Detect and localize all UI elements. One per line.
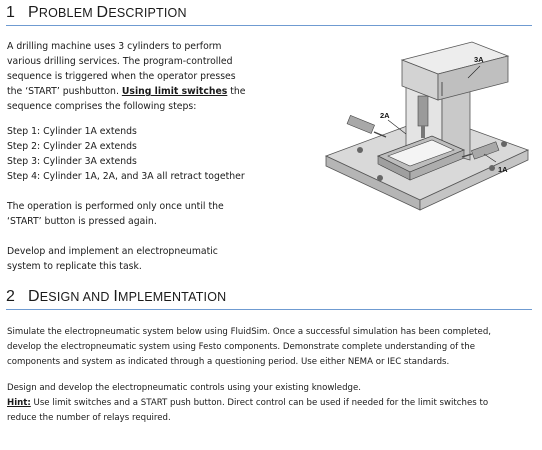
section-1-title-initial-2: D (96, 4, 109, 21)
intro-line: sequence comprises the following steps: (7, 101, 197, 112)
section-1-title-initial: P (28, 4, 39, 21)
develop-paragraph: Develop and implement an electropneumati… (7, 244, 218, 274)
cylinder-1a-label: 1A (498, 165, 508, 174)
once-paragraph: The operation is performed only once unt… (7, 199, 224, 229)
intro-line: sequence is triggered when the operator … (7, 71, 236, 82)
intro-paragraph: A drilling machine uses 3 cylinders to p… (7, 39, 246, 114)
section-2-title-part: esign and (39, 290, 114, 304)
cylinder-3a-label: 3A (474, 55, 484, 64)
section-2-rule (6, 309, 532, 310)
controls-line: Design and develop the electropneumatic … (7, 383, 362, 393)
hint-label: Hint: (7, 398, 31, 408)
section-2-heading: 2Design and Implementation (6, 288, 226, 306)
controls-paragraph: Design and develop the electropneumatic … (7, 381, 488, 426)
section-2-title-initial: D (28, 288, 40, 305)
step-item: Step 2: Cylinder 2A extends (7, 141, 137, 152)
limit-switches-emphasis: Using limit switches (121, 86, 228, 97)
intro-line-with-emphasis: the ‘START’ pushbutton. Using limit swit… (7, 84, 246, 99)
drilling-machine-illustration: 3A 2A 1A (322, 38, 532, 224)
intro-line-start: the ‘START’ pushbutton. (7, 86, 122, 97)
develop-line: Develop and implement an electropneumati… (7, 246, 218, 257)
simulate-line: develop the electropneumatic system usin… (7, 342, 476, 352)
step-item: Step 1: Cylinder 1A extends (7, 126, 137, 137)
section-1-title-part-2: escription (108, 6, 187, 20)
hint-line-2: reduce the number of relays required. (7, 413, 171, 423)
step-item: Step 4: Cylinder 1A, 2A, and 3A all retr… (7, 171, 245, 182)
step-item: Step 3: Cylinder 3A extends (7, 156, 137, 167)
section-2-title-initial-2: I (113, 288, 118, 305)
section-1-number: 1 (6, 4, 16, 21)
cylinder-2a-label: 2A (380, 111, 390, 120)
develop-line: system to replicate this task. (7, 261, 142, 272)
drilling-machine-drawing: 3A 2A 1A (324, 41, 530, 211)
section-2-title-part-2: mplementation (117, 290, 227, 304)
once-line: ‘START’ button is pressed again. (7, 216, 157, 227)
hint-line: Hint: Use limit switches and a START pus… (7, 396, 488, 411)
section-1-heading: 1Problem Description (6, 4, 187, 22)
simulate-line: Simulate the electropneumatic system bel… (7, 327, 492, 337)
section-1-title-part: roblem (38, 6, 97, 20)
intro-line: various drilling services. The program-c… (7, 56, 233, 67)
hint-text: Use limit switches and a START push butt… (30, 398, 489, 408)
intro-line-end: the (227, 86, 246, 97)
once-line: The operation is performed only once unt… (7, 201, 224, 212)
simulate-paragraph: Simulate the electropneumatic system bel… (7, 325, 491, 370)
simulate-line: components and system as indicated throu… (7, 357, 450, 367)
intro-line: A drilling machine uses 3 cylinders to p… (7, 41, 222, 52)
steps-list: Step 1: Cylinder 1A extends Step 2: Cyli… (7, 124, 245, 184)
section-1-rule (6, 25, 532, 26)
section-2-number: 2 (6, 288, 16, 305)
